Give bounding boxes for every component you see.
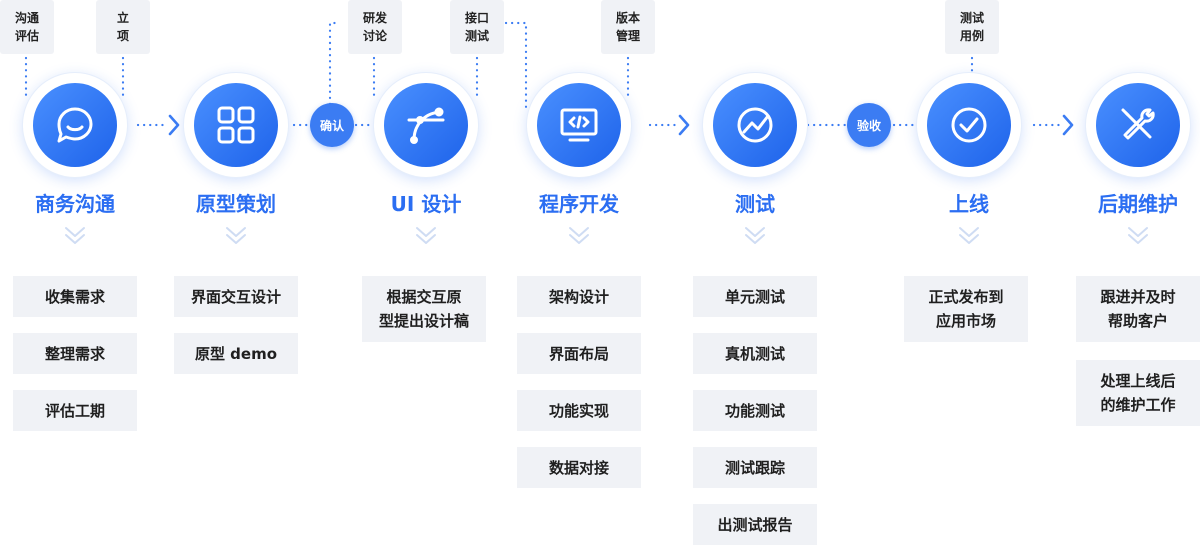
stage-title: UI 设计 <box>390 192 462 216</box>
stage-testing <box>703 73 807 177</box>
chevron-down-icon <box>745 227 765 244</box>
chevron-down-icon <box>226 227 246 244</box>
tag-interface-test: 接口 测试 <box>450 0 504 54</box>
arrow-right-icon <box>678 114 690 136</box>
task-item: 整理需求 <box>13 333 137 374</box>
stage-ui-design <box>374 73 478 177</box>
task-item: 数据对接 <box>517 447 641 488</box>
chevron-down-icon <box>1128 227 1148 244</box>
stage-program-development <box>527 73 631 177</box>
task-item: 功能实现 <box>517 390 641 431</box>
task-item: 原型 demo <box>174 333 298 374</box>
chevron-down-icon <box>959 227 979 244</box>
tag-test-cases: 测试 用例 <box>945 0 999 54</box>
bezier-pen-icon <box>407 107 445 144</box>
stage-business-communication <box>23 73 127 177</box>
acceptance-badge: 验收 <box>847 103 891 147</box>
check-circle-icon <box>951 107 987 143</box>
tag-version-management: 版本 管理 <box>601 0 655 54</box>
arrow-right-icon <box>168 114 180 136</box>
task-item: 界面交互设计 <box>174 276 298 317</box>
stage-title: 后期维护 <box>1098 192 1178 216</box>
tools-icon <box>1121 108 1155 140</box>
task-item: 正式发布到 应用市场 <box>904 276 1028 342</box>
task-item: 处理上线后 的维护工作 <box>1076 360 1200 426</box>
task-item: 单元测试 <box>693 276 817 317</box>
task-item: 测试跟踪 <box>693 447 817 488</box>
task-item: 真机测试 <box>693 333 817 374</box>
chevron-down-icon <box>416 227 436 244</box>
app-grid-icon <box>217 106 255 144</box>
chevron-down-icon <box>65 227 85 244</box>
tag-project-approval: 立 项 <box>96 0 150 54</box>
tag-communication-evaluation: 沟通 评估 <box>0 0 54 54</box>
stage-title: 程序开发 <box>539 192 619 216</box>
tag-line <box>504 21 528 110</box>
tag-rd-discussion: 研发 讨论 <box>348 0 402 54</box>
task-item: 跟进并及时 帮助客户 <box>1076 276 1200 342</box>
confirm-badge: 确认 <box>310 103 354 147</box>
task-item: 出测试报告 <box>693 504 817 545</box>
stage-title: 商务沟通 <box>35 192 115 216</box>
task-item: 评估工期 <box>13 390 137 431</box>
arrow-right-icon <box>1062 114 1074 136</box>
stage-title: 上线 <box>949 192 989 216</box>
task-item: 根据交互原 型提出设计稿 <box>362 276 486 342</box>
code-monitor-icon <box>560 108 598 142</box>
stage-prototype-planning <box>184 73 288 177</box>
task-item: 界面布局 <box>517 333 641 374</box>
stage-launch <box>917 73 1021 177</box>
trend-circle-icon <box>737 107 773 143</box>
task-item: 收集需求 <box>13 276 137 317</box>
task-item: 架构设计 <box>517 276 641 317</box>
stage-maintenance <box>1086 73 1190 177</box>
stage-title: 原型策划 <box>196 192 276 216</box>
stage-title: 测试 <box>735 192 775 216</box>
tag-line <box>328 21 342 106</box>
task-item: 功能测试 <box>693 390 817 431</box>
chat-bubble-icon <box>57 107 93 143</box>
chevron-down-icon <box>569 227 589 244</box>
